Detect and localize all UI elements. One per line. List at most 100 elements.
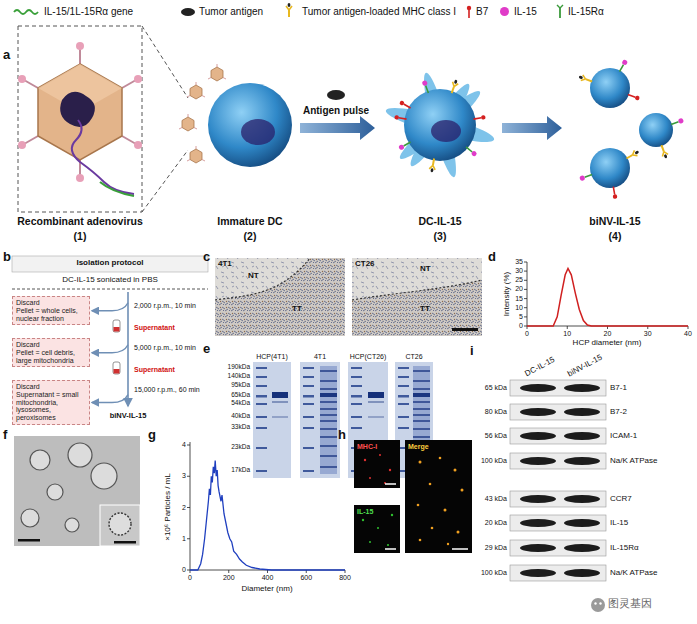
figure-label: 65kDa bbox=[231, 392, 250, 399]
figure-label: 80 kDa bbox=[485, 408, 507, 415]
figure-label: HCP(4T1) bbox=[256, 353, 288, 360]
figure-label: 400 bbox=[262, 574, 274, 581]
box-body: Pellet = whole cells, nuclear fraction bbox=[16, 307, 86, 323]
figure-label: biNV-IL-15 bbox=[589, 216, 640, 227]
figure-label: 200 bbox=[223, 574, 235, 581]
legend-text: Tumor antigen-loaded MHC class I bbox=[302, 7, 456, 17]
panel-letter: c bbox=[203, 250, 210, 263]
figure-label: DC-IL-15 bbox=[524, 356, 556, 378]
panel-letter: d bbox=[488, 250, 496, 263]
figure-label: Na/K ATPase bbox=[610, 457, 657, 465]
figure-label: (4) bbox=[609, 231, 622, 242]
figure-label: 10 bbox=[563, 330, 571, 337]
panel-letter: b bbox=[3, 250, 11, 263]
watermark: 图灵基因 bbox=[608, 598, 652, 609]
figure-label: NT bbox=[248, 272, 259, 280]
discard-box: DiscardSupernatant = small mitochondria,… bbox=[12, 380, 90, 425]
figure-label: 4 bbox=[182, 441, 186, 448]
discard-box: DiscardPellet = whole cells, nuclear fra… bbox=[12, 296, 90, 325]
figure-label: (3) bbox=[434, 231, 447, 242]
figure-label: 0 bbox=[525, 330, 529, 337]
figure-label: HCP(CT26) bbox=[350, 353, 387, 360]
legend-icons bbox=[14, 3, 563, 18]
figure-label: ICAM-1 bbox=[610, 432, 637, 440]
figure-label: TT bbox=[292, 305, 302, 313]
figure-label: DC-IL-15 bbox=[418, 216, 461, 227]
figure-label: biNV-IL-15 bbox=[566, 354, 603, 379]
figure-label: 95kDa bbox=[231, 382, 250, 389]
figure-label: HCP diameter (nm) bbox=[573, 339, 642, 347]
panel-letter: h bbox=[338, 428, 346, 441]
panel-f-tem bbox=[14, 436, 140, 546]
box-heading: Discard bbox=[16, 383, 86, 391]
figure-label: Supernatant bbox=[134, 324, 175, 331]
figure-label: biNV-IL-15 bbox=[110, 412, 147, 420]
figure-label: B7-2 bbox=[610, 408, 627, 416]
figure-label: Isolation protocol bbox=[76, 259, 143, 267]
figure-label: IL-15 bbox=[610, 519, 628, 527]
figure-label: 15,000 r.p.m., 60 min bbox=[134, 386, 200, 393]
figure-label: 4T1 bbox=[314, 353, 326, 360]
figure-label: 100 kDa bbox=[481, 457, 507, 464]
figure-label: 23kDa bbox=[231, 444, 250, 451]
figure-label: Immature DC bbox=[217, 216, 282, 227]
flow-arrow bbox=[92, 395, 128, 403]
figure-label: Diameter (nm) bbox=[241, 585, 292, 593]
figure-label: 3 bbox=[182, 472, 186, 479]
figure-label: 20 bbox=[604, 330, 612, 337]
figure-label: 20 kDa bbox=[485, 519, 507, 526]
figure-label: 4T1 bbox=[218, 260, 232, 268]
figure-label: 25 bbox=[515, 276, 523, 283]
figure-label: 40kDa bbox=[231, 413, 250, 420]
legend-swatch bbox=[181, 8, 195, 16]
box-body: Supernatant = small mitochondria, lysoso… bbox=[16, 391, 86, 422]
figure-label: 800 bbox=[339, 574, 351, 581]
panel-letter: g bbox=[148, 428, 156, 441]
figure-label: (2) bbox=[244, 231, 257, 242]
legend-swatch bbox=[500, 7, 509, 16]
panel-letter: f bbox=[3, 428, 7, 441]
figure-label: Antigen pulse bbox=[303, 106, 369, 116]
figure-label: 1 bbox=[182, 535, 186, 542]
figure-label: 140kDa bbox=[228, 373, 250, 380]
figure-label: Na/K ATPase bbox=[610, 569, 657, 577]
figure-label: 0 bbox=[182, 566, 186, 573]
figure-label: CT26 bbox=[405, 353, 422, 360]
figure-label: 5,000 r.p.m., 10 min bbox=[134, 344, 196, 351]
figure-label: Supernatant bbox=[134, 366, 175, 373]
figure-label: 35 bbox=[515, 258, 523, 265]
figure-label: 17kDa bbox=[231, 467, 250, 474]
figure-label: 2 bbox=[182, 504, 186, 511]
figure-label: 15 bbox=[515, 295, 523, 302]
figure-label: Intensity (%) bbox=[503, 272, 511, 316]
figure-label: 600 bbox=[300, 574, 312, 581]
figure-label: 43 kDa bbox=[485, 495, 507, 502]
discard-box: DiscardPellet = cell debris, large mitoc… bbox=[12, 338, 90, 367]
figure-label: 30 bbox=[515, 267, 523, 274]
figure-label: 190kDa bbox=[228, 364, 250, 371]
figure-label: Merge bbox=[408, 443, 429, 450]
figure-label: 30 bbox=[644, 330, 652, 337]
panel-h-fluorescence bbox=[354, 440, 472, 553]
figure-label: 2,000 r.p.m., 10 min bbox=[134, 302, 196, 309]
legend-text: IL-15Rα bbox=[568, 7, 604, 17]
legend-text: B7 bbox=[476, 7, 488, 17]
figure-label: IL-15Rα bbox=[610, 544, 639, 552]
box-heading: Discard bbox=[16, 341, 86, 349]
figure-label: 54kDa bbox=[231, 400, 250, 407]
watermark-icon bbox=[591, 598, 605, 612]
panel-letter: a bbox=[3, 48, 10, 61]
box-body: Pellet = cell debris, large mitochondria bbox=[16, 349, 86, 365]
figure-label: DC-IL-15 sonicated in PBS bbox=[62, 276, 158, 284]
flow-arrow bbox=[92, 303, 128, 311]
figure-label: MHC-I bbox=[357, 443, 377, 450]
figure-label: B7-1 bbox=[610, 384, 627, 392]
legend-text: IL-15/1L-15Rα gene bbox=[44, 7, 133, 17]
figure-label: 0 bbox=[188, 574, 192, 581]
legend-text: IL-15 bbox=[514, 7, 537, 17]
figure-label: 5 bbox=[519, 313, 523, 320]
figure-label: 33kDa bbox=[231, 424, 250, 431]
figure-label: 100 kDa bbox=[481, 569, 507, 576]
